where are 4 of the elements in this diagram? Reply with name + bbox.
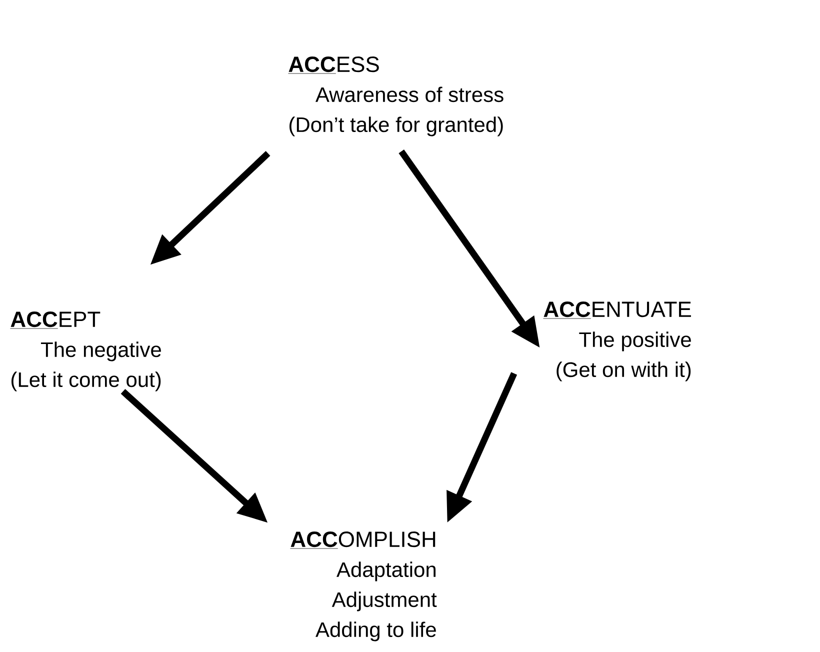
text-block: ACCESS Awareness of stress (Don’t take for granted) (288, 56, 504, 136)
text-block: ACCOMPLISH Adaptation Adjustment Adding to life (290, 532, 437, 642)
text-block: ACCEPT The negative (Let it come out) (10, 312, 161, 392)
text-block: ACCENTUATE The positive (Get on with it) (543, 302, 691, 382)
